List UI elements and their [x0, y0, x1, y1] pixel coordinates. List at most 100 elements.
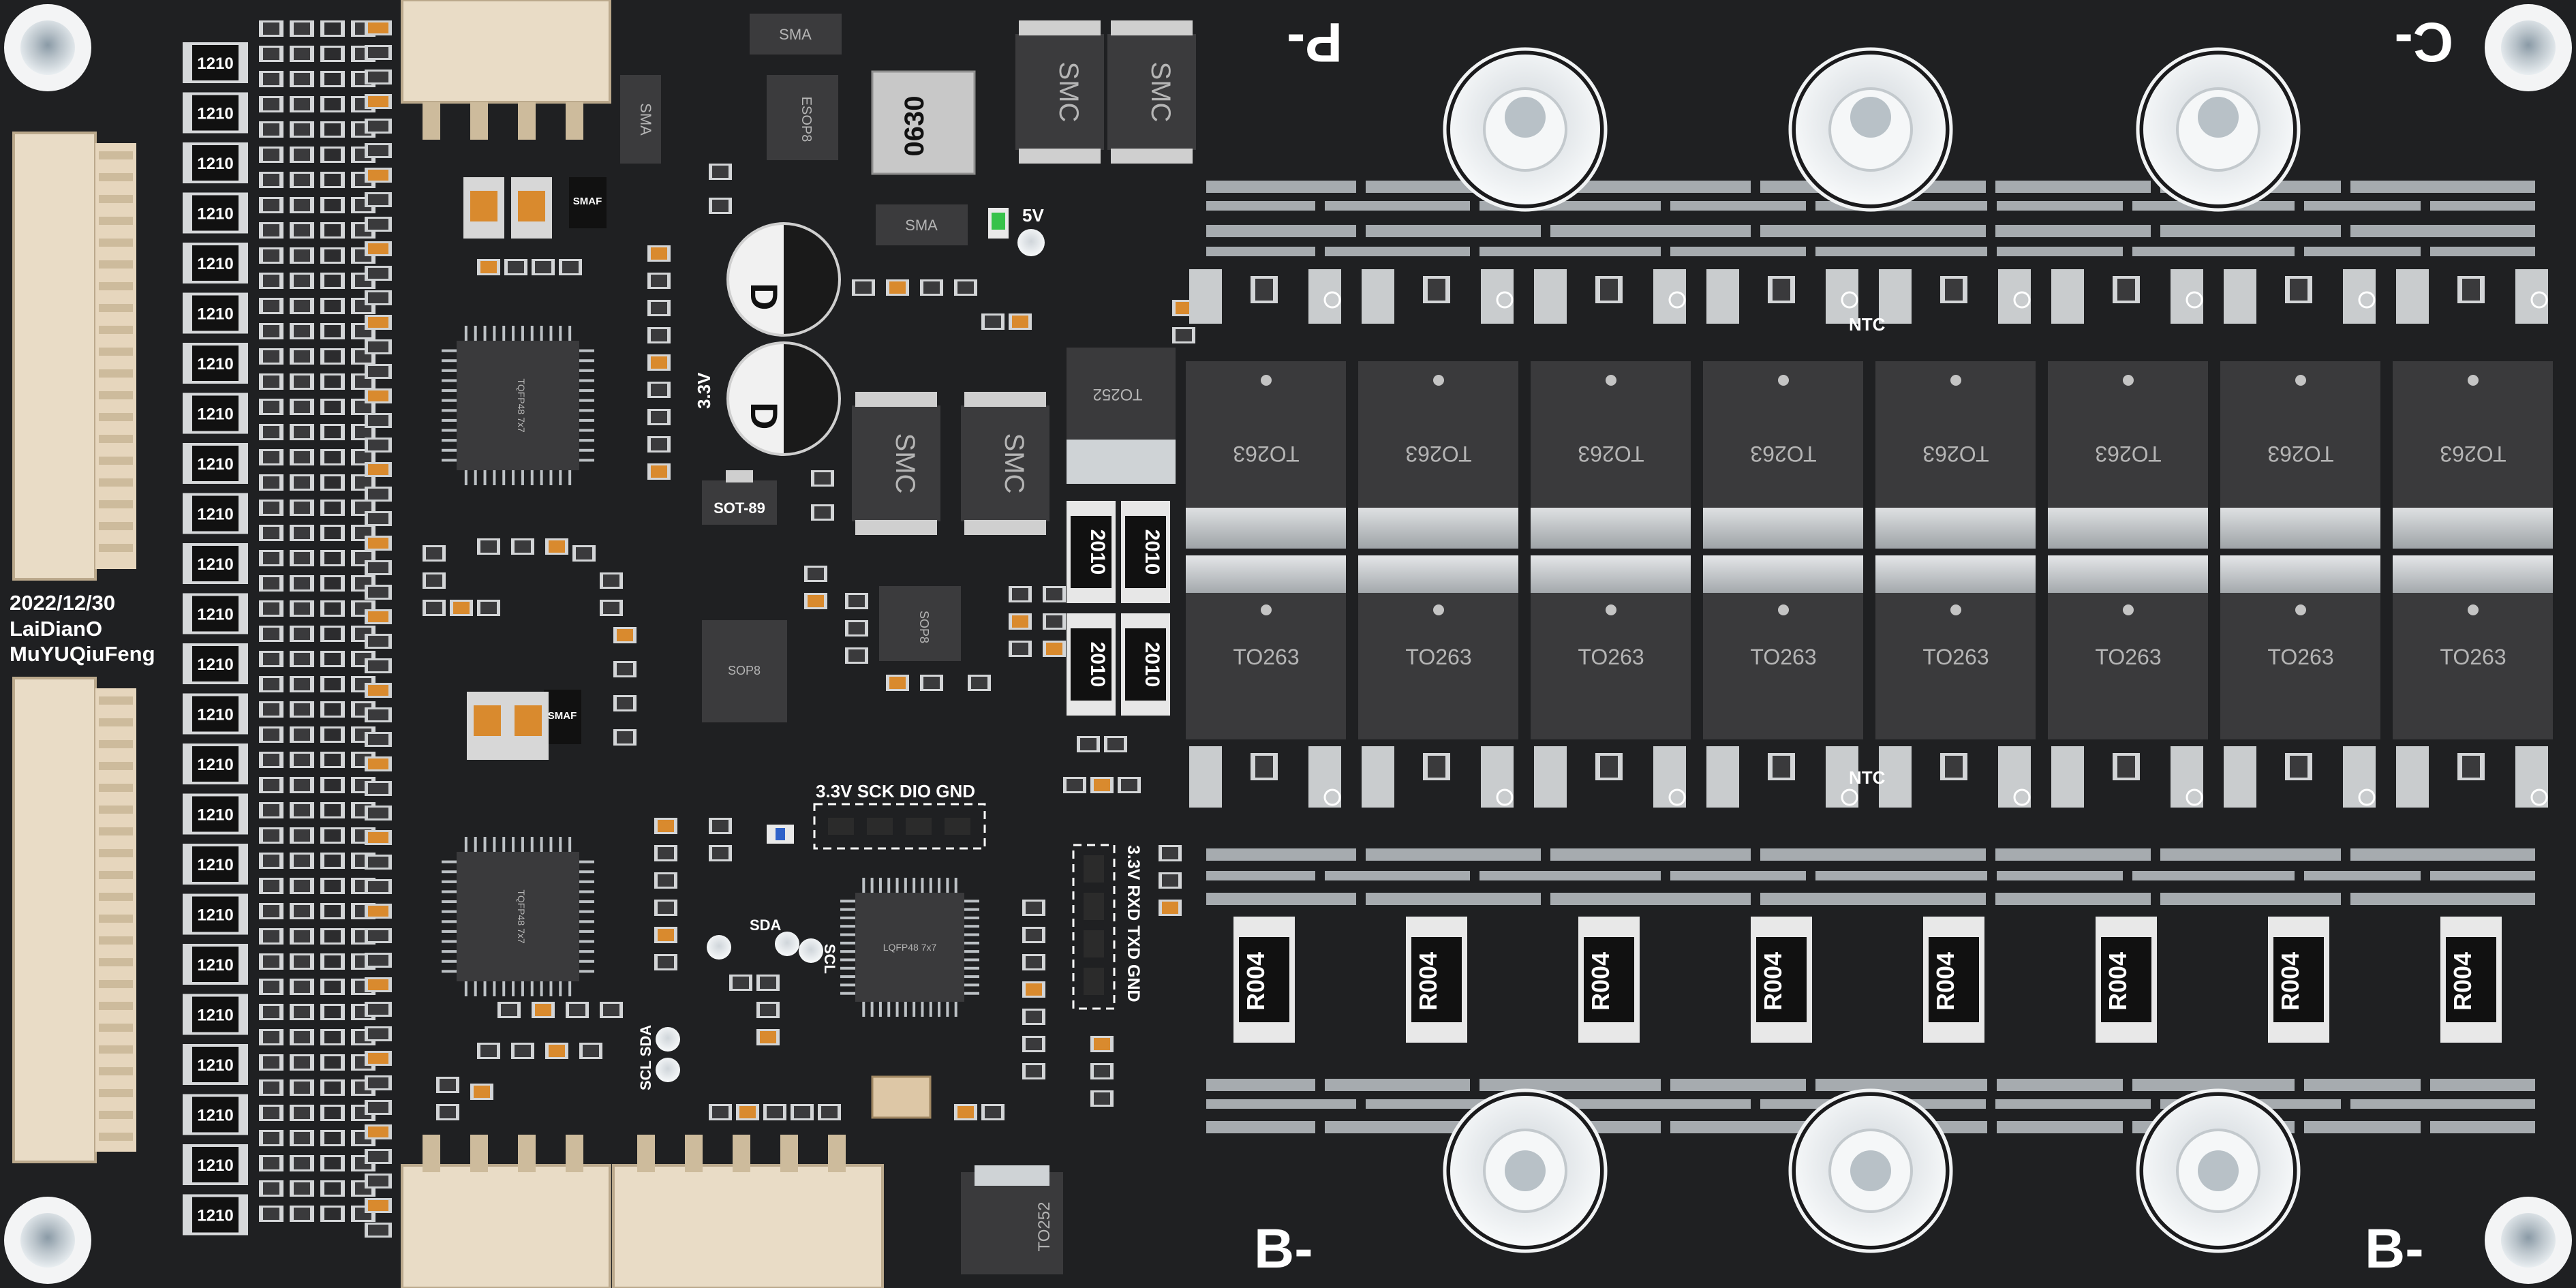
resistor-1210: 1210: [183, 292, 248, 334]
svg-text:TO263: TO263: [2440, 645, 2506, 669]
svg-text:TO263: TO263: [1233, 645, 1299, 669]
mosfet-to263-top: TO263: [2220, 269, 2380, 549]
crystal: [871, 1075, 932, 1119]
shunt-r004: R004: [2440, 917, 2502, 1043]
svg-text:2010: 2010: [1141, 642, 1163, 688]
shunt-r004: R004: [1923, 917, 1984, 1043]
svg-text:SMC: SMC: [1054, 62, 1084, 123]
board-author-1: LaiDianO: [10, 617, 102, 641]
balance-resistor-column: 1210 1210 1210 1210 1210 1210 1210 1210 1210 1210…: [183, 42, 248, 1236]
mosfet-to263-bottom: TO263: [2220, 555, 2380, 808]
resistor-1210: 1210: [183, 192, 248, 234]
resistor-1210: 1210: [183, 793, 248, 835]
mosfet-to263-top: TO263: [1358, 269, 1518, 549]
svg-text:1210: 1210: [197, 806, 233, 825]
mosfet-to263-top: TO263: [1875, 269, 2036, 549]
pcb-caps-smd: [463, 177, 552, 760]
svg-text:R004: R004: [1242, 952, 1270, 1011]
shunt-r004: R004: [2096, 917, 2157, 1043]
svg-text:TO252: TO252: [1093, 385, 1143, 403]
label-ntc-bottom: NTC: [1849, 767, 1886, 788]
svg-text:R004: R004: [1414, 952, 1442, 1011]
electrolytic-cap-2: D: [726, 341, 841, 456]
svg-text:1210: 1210: [197, 756, 233, 774]
svg-text:SOP8: SOP8: [917, 611, 931, 643]
mosfet-to263-top: TO263: [1531, 269, 1691, 549]
svg-text:SOT-89: SOT-89: [714, 500, 765, 517]
mosfet-to263-bottom: TO263: [2048, 555, 2208, 808]
label-scl-sda: SCL SDA: [637, 1025, 654, 1090]
top-connector: [401, 0, 611, 140]
svg-text:SMAF: SMAF: [548, 710, 577, 722]
svg-text:TO263: TO263: [2440, 442, 2506, 466]
smc-diode-1: SMC: [1015, 20, 1104, 164]
terminal-pad-top: [2136, 47, 2301, 212]
mosfet-to263-top: TO263: [2393, 269, 2553, 549]
svg-text:TO263: TO263: [1233, 442, 1299, 466]
mosfet-to263-top: TO263: [1186, 269, 1346, 549]
smaf-diode-top: SMAF: [569, 177, 607, 228]
control-smd-components: [423, 164, 1195, 1120]
svg-text:1210: 1210: [197, 405, 233, 424]
mount-hole-br: [2485, 1197, 2572, 1284]
svg-text:D: D: [743, 283, 786, 310]
svg-text:1210: 1210: [197, 555, 233, 574]
label-c-minus: C-: [2394, 11, 2453, 73]
svg-text:TO263: TO263: [2095, 645, 2161, 669]
resistor-1210: 1210: [183, 243, 248, 283]
resistor-1210: 1210: [183, 944, 248, 985]
svg-text:SMA: SMA: [637, 103, 654, 136]
sot89-regulator: SOT-89: [702, 470, 777, 525]
smc-diode-3: SMC: [852, 392, 940, 535]
resistor-1210: 1210: [183, 443, 248, 484]
svg-text:TO263: TO263: [1922, 442, 1989, 466]
svg-text:2010: 2010: [1141, 530, 1163, 575]
svg-text:1210: 1210: [197, 906, 233, 925]
svg-text:R004: R004: [2449, 952, 2477, 1011]
svg-text:TO263: TO263: [1405, 645, 1471, 669]
shunt-r004: R004: [1406, 917, 1467, 1043]
test-points: [656, 229, 1045, 1082]
swd-header-label: 3.3V SCK DIO GND: [816, 781, 975, 801]
label-sda: SDA: [750, 917, 782, 934]
svg-text:TO263: TO263: [1750, 645, 1816, 669]
svg-text:R004: R004: [1586, 952, 1614, 1011]
svg-text:0630: 0630: [900, 96, 930, 157]
mosfet-to263-top: TO263: [2048, 269, 2208, 549]
shunt-r004: R004: [1233, 917, 1295, 1043]
label-p-minus: P-: [1287, 11, 1343, 73]
resistor-1210: 1210: [183, 643, 248, 684]
svg-text:TO263: TO263: [1578, 645, 1644, 669]
svg-text:TO252: TO252: [1035, 1202, 1054, 1252]
label-b-minus-left: B-: [1254, 1218, 1313, 1280]
mosfet-to263-bottom: TO263: [1358, 555, 1518, 808]
resistor-1210: 1210: [183, 543, 248, 584]
esop8-chip: ESOP8: [767, 75, 838, 160]
svg-text:SMA: SMA: [779, 26, 812, 43]
to252-top: TO252: [1067, 348, 1176, 484]
resistor-1210: 1210: [183, 1144, 248, 1185]
svg-text:1210: 1210: [197, 1056, 233, 1075]
svg-text:TO263: TO263: [1750, 442, 1816, 466]
label-ntc-top: NTC: [1849, 314, 1886, 335]
bottom-connector-left: [401, 1135, 611, 1288]
svg-text:1210: 1210: [197, 1007, 233, 1025]
resistor-1210: 1210: [183, 743, 248, 784]
resistor-1210: 1210: [183, 493, 248, 534]
label-5v: 5V: [1022, 205, 1044, 226]
svg-text:2010: 2010: [1086, 642, 1109, 688]
svg-text:1210: 1210: [197, 1107, 233, 1125]
terminal-pad-bottom: [1788, 1088, 1953, 1253]
bottom-connector-right: [612, 1135, 884, 1288]
svg-text:1210: 1210: [197, 205, 233, 224]
shunt-r004: R004: [1578, 917, 1640, 1043]
svg-text:D: D: [743, 402, 786, 429]
mcu-chip: LQFP48 7x7: [840, 878, 979, 1017]
resistor-1210: 1210: [183, 693, 248, 735]
svg-text:R004: R004: [2276, 952, 2304, 1011]
resistor-1210: 1210: [183, 1044, 248, 1085]
svg-text:1210: 1210: [197, 956, 233, 975]
power-terminals: [1443, 47, 2301, 1253]
svg-text:SMC: SMC: [890, 433, 920, 494]
